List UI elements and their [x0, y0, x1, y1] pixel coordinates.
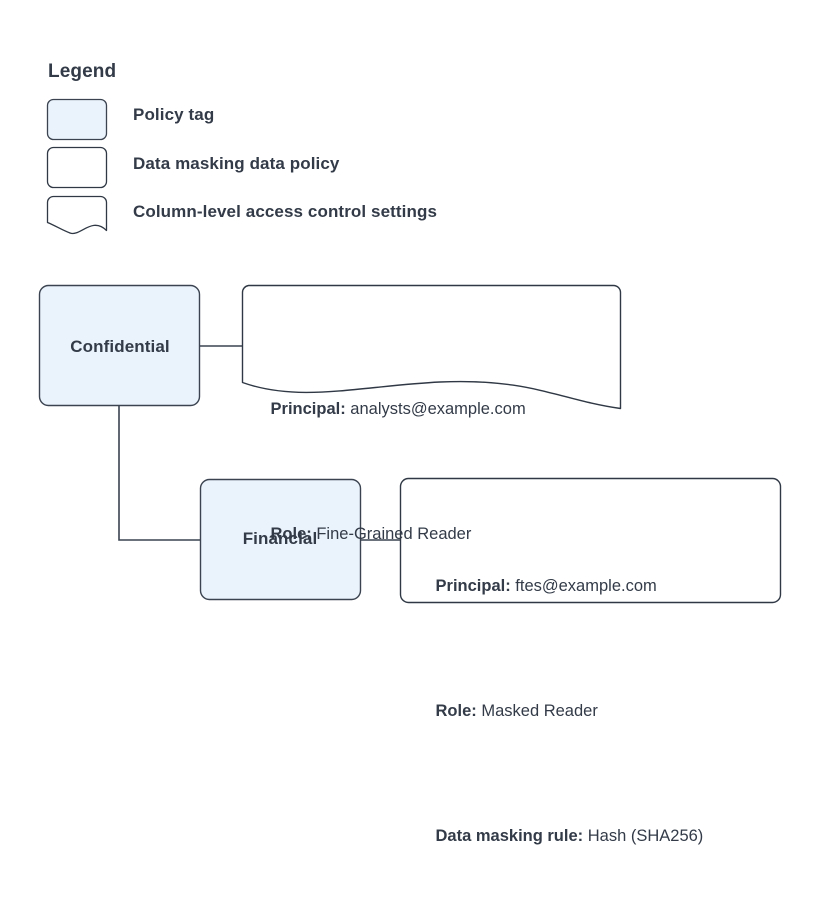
callout-line-value: Masked Reader: [476, 702, 598, 720]
callout-line-key: Data masking rule:: [435, 827, 584, 845]
callout-line: Principal: ftes@example.com: [408, 549, 703, 624]
callout-financial-masking-policy[interactable]: [399, 477, 782, 604]
callout-line-key: Principal:: [435, 577, 511, 595]
callout-body-confidential-access-control: Principal: analysts@example.com Role: Fi…: [243, 322, 526, 622]
callout-line-value: analysts@example.com: [345, 400, 526, 418]
legend-swatch-policy-tag: [46, 98, 108, 141]
legend-swatch-column-access-settings: [46, 195, 108, 235]
node-label-confidential: Confidential: [70, 337, 170, 356]
connector-confidential-to-financial: [118, 404, 202, 541]
node-label-financial: Financial: [242, 529, 318, 548]
diagram-canvas: Legend Policy tag Data masking data poli…: [38, 61, 782, 845]
callout-line: Principal: analysts@example.com: [243, 372, 526, 447]
callout-line-key: Role:: [270, 525, 312, 543]
legend-swatch-data-masking-policy: [46, 146, 108, 189]
legend-item-label-column-access-settings: Column-level access control settings: [133, 202, 438, 221]
legend-item-label-data-masking-policy: Data masking data policy: [133, 154, 340, 173]
callout-line: Data masking rule: Hash (SHA256): [408, 799, 704, 874]
callout-line-value: Fine-Grained Reader: [311, 525, 472, 543]
callout-body-financial-masking-policy: Principal: ftes@example.com Role: Masked…: [408, 499, 704, 924]
callout-line-key: Role:: [435, 702, 477, 720]
callout-line-value: Hash (SHA256): [583, 827, 704, 845]
legend-title: Legend: [48, 61, 117, 82]
callout-line-value: ftes@example.com: [510, 577, 657, 595]
node-confidential[interactable]: [38, 284, 201, 407]
legend-item-label-policy-tag: Policy tag: [133, 105, 215, 124]
callout-confidential-access-control[interactable]: [241, 284, 622, 410]
diagram-shapes-layer: [38, 98, 782, 604]
connector-layer: [118, 345, 402, 541]
callout-line: Role: Fine-Grained Reader: [243, 497, 526, 572]
callout-line-key: Principal:: [270, 400, 346, 418]
callout-line: Role: Masked Reader: [408, 674, 703, 749]
node-financial[interactable]: [199, 478, 362, 601]
